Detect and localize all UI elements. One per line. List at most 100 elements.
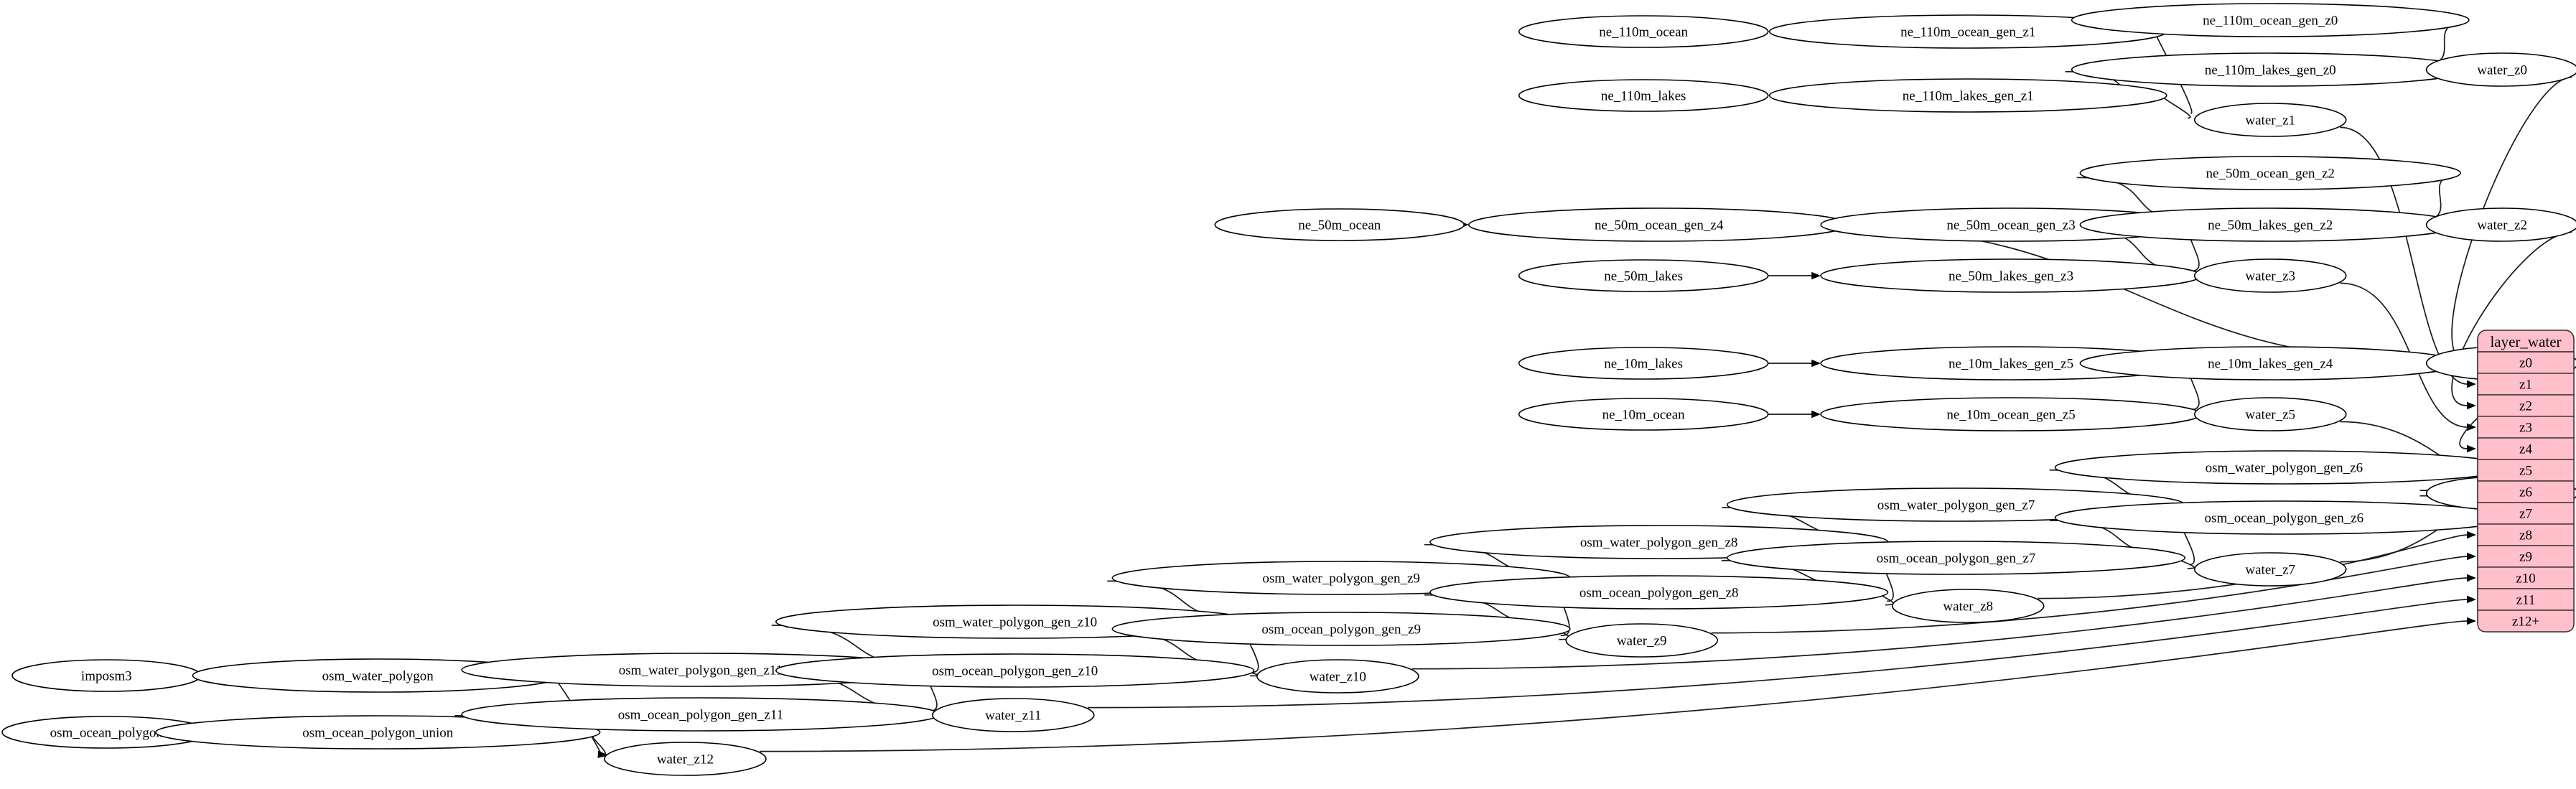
graph-node-ne_110m_lakes_gen_z0[interactable]: ne_110m_lakes_gen_z0 (2071, 52, 2470, 87)
graph-node-ne_50m_lakes[interactable]: ne_50m_lakes (1518, 259, 1769, 292)
layer-table-row-label: z7 (2519, 507, 2532, 522)
edge-arrowhead-icon (1811, 271, 1821, 280)
layer-table-row[interactable] (2477, 566, 2575, 589)
graph-node-ne_50m_lakes_gen_z3[interactable]: ne_50m_lakes_gen_z3 (1820, 258, 2202, 293)
node-ellipse-shape (155, 715, 601, 750)
layer-table-row[interactable] (2477, 437, 2575, 460)
layer-table-row-label: z8 (2519, 528, 2532, 543)
edge-arrowhead-icon (2467, 531, 2476, 539)
graph-node-water_z3[interactable]: water_z3 (2193, 258, 2347, 293)
layer-table-row-label: z9 (2519, 550, 2532, 565)
layer-table-row-label: z6 (2519, 485, 2532, 500)
graph-node-ne_10m_lakes_gen_z4[interactable]: ne_10m_lakes_gen_z4 (2079, 346, 2461, 381)
edge-arrowhead-icon (1811, 410, 1821, 419)
graph-node-ne_10m_ocean[interactable]: ne_10m_ocean (1518, 398, 1769, 431)
node-ellipse-shape (1518, 15, 1769, 48)
graph-node-ne_110m_ocean[interactable]: ne_110m_ocean (1518, 15, 1769, 48)
node-ellipse-shape (1429, 575, 1889, 610)
graph-node-water_z5[interactable]: water_z5 (2193, 397, 2347, 431)
graph-node-water_z9[interactable]: water_z9 (1565, 623, 1719, 658)
graph-node-ne_50m_ocean[interactable]: ne_50m_ocean (1214, 208, 1465, 241)
edge-arrowhead-icon (2467, 444, 2476, 453)
graph-node-ne_50m_lakes_gen_z2[interactable]: ne_50m_lakes_gen_z2 (2079, 207, 2461, 242)
node-ellipse-shape (1518, 347, 1769, 380)
layer-table-row[interactable] (2477, 394, 2575, 417)
graph-node-ne_50m_ocean_gen_z2[interactable]: ne_50m_ocean_gen_z2 (2079, 156, 2461, 190)
node-ellipse-shape (2054, 500, 2514, 535)
edge-ne_50m_ocean_gen_z4-to-water_z4 (1844, 226, 2421, 360)
table-edges-layer (759, 76, 2572, 752)
graph-node-osm_ocean_polygon_gen_z7[interactable]: osm_ocean_polygon_gen_z7 (1726, 541, 2186, 575)
edge-water_z11-to-layer-row-z11 (1087, 599, 2468, 709)
node-ellipse-shape (2193, 258, 2347, 293)
node-ellipse-shape (2193, 103, 2347, 137)
layer-table-row-label: z0 (2519, 356, 2532, 371)
layer-table-title: layer_water (2490, 333, 2561, 350)
graph-node-ne_50m_ocean_gen_z4[interactable]: ne_50m_ocean_gen_z4 (1467, 207, 1850, 242)
edge-arrowhead-icon (2467, 423, 2476, 431)
layer-table-row[interactable] (2477, 610, 2575, 632)
node-ellipse-shape (2425, 52, 2576, 87)
graph-node-water_z0[interactable]: water_z0 (2425, 52, 2576, 87)
graph-node-osm_ocean_polygon_gen_z8[interactable]: osm_ocean_polygon_gen_z8 (1429, 575, 1889, 610)
node-ellipse-shape (1891, 589, 2045, 623)
node-ellipse-shape (461, 697, 941, 732)
edge-water_z12-to-layer-row-z12+ (759, 620, 2468, 752)
layer-table-row-label: z4 (2519, 442, 2532, 457)
edge-water_z10-to-layer-row-z10 (1411, 577, 2468, 670)
layer-table-row-label: z1 (2519, 378, 2532, 393)
graph-node-ne_10m_ocean_gen_z5[interactable]: ne_10m_ocean_gen_z5 (1820, 397, 2202, 431)
edge-water_z2-to-layer-row-z2 (2451, 231, 2572, 406)
node-ellipse-shape (1214, 208, 1465, 241)
node-ellipse-shape (1820, 397, 2202, 431)
edge-arrowhead-icon (2467, 574, 2476, 582)
node-ellipse-shape (2071, 52, 2470, 87)
node-ellipse-shape (2425, 207, 2576, 242)
layer-table-row-label: z3 (2519, 421, 2532, 436)
graph-node-water_z12[interactable]: water_z12 (604, 742, 767, 776)
graph-node-water_z1[interactable]: water_z1 (2193, 103, 2347, 137)
graph-node-osm_ocean_polygon_gen_z6[interactable]: osm_ocean_polygon_gen_z6 (2054, 500, 2514, 535)
layer-table-row[interactable] (2477, 351, 2575, 374)
layer-table-row[interactable] (2477, 588, 2575, 611)
layer-table-row[interactable] (2477, 416, 2575, 439)
graph-node-osm_ocean_polygon_gen_z10[interactable]: osm_ocean_polygon_gen_z10 (775, 653, 1255, 688)
edge-arrowhead-icon (2467, 617, 2476, 625)
node-ellipse-shape (2071, 3, 2470, 37)
graph-node-osm_water_polygon_gen_z6[interactable]: osm_water_polygon_gen_z6 (2054, 450, 2514, 485)
layer-table-row-label: z10 (2516, 571, 2535, 587)
edges-layer (148, 17, 2510, 762)
layer-table-row[interactable] (2477, 523, 2575, 546)
graph-node-ne_110m_lakes[interactable]: ne_110m_lakes (1518, 79, 1769, 112)
graph-node-water_z10[interactable]: water_z10 (1256, 659, 1419, 694)
graph-node-ne_110m_lakes_gen_z1[interactable]: ne_110m_lakes_gen_z1 (1768, 78, 2167, 113)
graph-node-water_z11[interactable]: water_z11 (931, 698, 1095, 732)
node-ellipse-shape (1111, 612, 1571, 646)
graph-node-osm_ocean_polygon_gen_z9[interactable]: osm_ocean_polygon_gen_z9 (1111, 612, 1571, 646)
graph-node-water_z2[interactable]: water_z2 (2425, 207, 2576, 242)
layer-table-row-label: z12+ (2512, 615, 2539, 630)
node-ellipse-shape (2193, 397, 2347, 431)
graph-node-ne_110m_ocean_gen_z0[interactable]: ne_110m_ocean_gen_z0 (2071, 3, 2470, 37)
node-ellipse-shape (1518, 398, 1769, 431)
node-ellipse-shape (11, 659, 202, 692)
edge-ne_110m_lakes_gen_z1-to-water_z1 (2162, 95, 2191, 119)
node-ellipse-shape (931, 698, 1095, 732)
layer-table-row-label: z2 (2519, 399, 2532, 414)
node-ellipse-shape (2079, 207, 2461, 242)
node-ellipse-shape (775, 653, 1255, 688)
layer-table-row[interactable] (2477, 502, 2575, 525)
graph-node-water_z7[interactable]: water_z7 (2193, 552, 2347, 587)
layer-table-row[interactable] (2477, 480, 2575, 503)
graph-node-water_z8[interactable]: water_z8 (1891, 589, 2045, 623)
node-ellipse-shape (1820, 258, 2202, 293)
graph-node-osm_ocean_polygon_gen_z11[interactable]: osm_ocean_polygon_gen_z11 (461, 697, 941, 732)
layer-table-row-label: z11 (2516, 593, 2536, 608)
graph-node-imposm3[interactable]: imposm3 (11, 659, 202, 692)
graph-node-ne_10m_lakes[interactable]: ne_10m_lakes (1518, 347, 1769, 380)
layer-table-row[interactable] (2477, 459, 2575, 482)
node-ellipse-shape (1518, 259, 1769, 292)
node-ellipse-shape (1518, 79, 1769, 112)
